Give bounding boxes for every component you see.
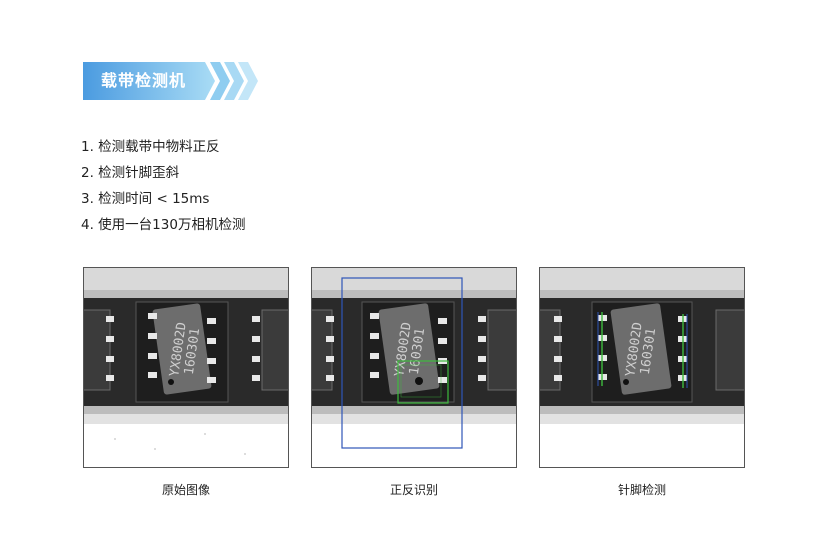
original-image-caption: 原始图像	[161, 483, 210, 497]
banner-arrows-graphic	[83, 62, 258, 100]
section-title: 载带检测机	[101, 71, 187, 90]
feature-item: 4. 使用一台130万相机检测	[81, 217, 246, 233]
feature-list: 1. 检测载带中物料正反 2. 检测针脚歪斜 3. 检测时间 < 15ms 4.…	[81, 134, 245, 238]
chip-marking: 160301	[182, 327, 203, 376]
pin-detection-panel: YX8002D 160301	[539, 267, 745, 468]
tape-image: YX8002D 160301	[312, 268, 516, 467]
tape-image: YX8002D 160301	[84, 268, 288, 467]
chip-marking: 160301	[407, 327, 428, 376]
pin-detection-caption: 针脚检测	[617, 483, 666, 497]
orientation-panel: YX8002D 160301	[311, 267, 517, 468]
original-image-panel: YX8002D 160301	[83, 267, 289, 468]
orientation-match-box	[397, 360, 449, 404]
feature-item: 3. 检测时间 < 15ms	[81, 191, 210, 207]
orientation-caption: 正反识别	[389, 483, 438, 497]
orientation-outer-box	[341, 277, 463, 449]
feature-item: 2. 检测针脚歪斜	[81, 165, 180, 181]
feature-item: 1. 检测载带中物料正反	[81, 139, 220, 155]
tape-image: YX8002D 160301	[540, 268, 744, 467]
section-banner: 载带检测机	[83, 62, 259, 100]
chip-marking: 160301	[638, 327, 659, 376]
